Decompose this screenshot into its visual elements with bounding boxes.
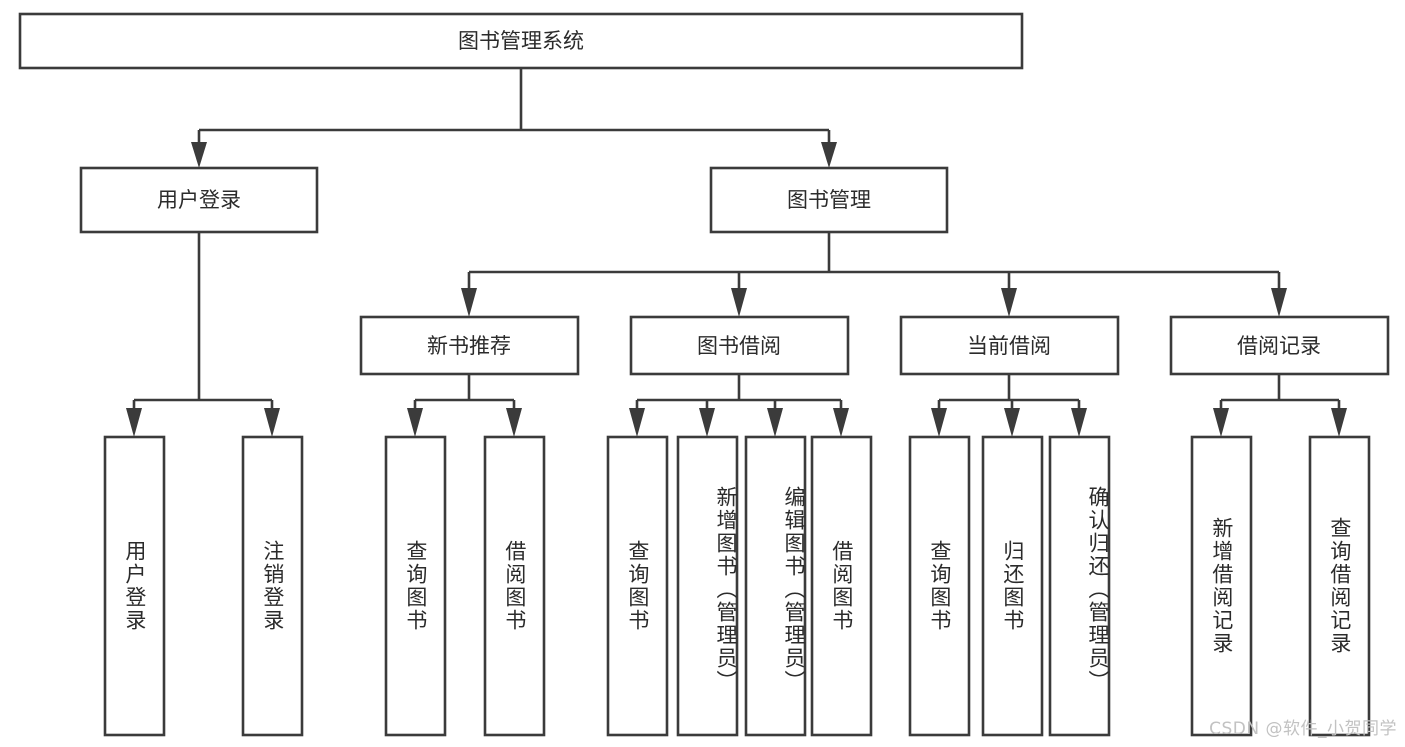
arrowhead-leaf-user-login [126, 408, 142, 437]
connector-group-user-login-leaves [126, 232, 280, 437]
arrowhead-leaf-edit-book [767, 408, 783, 437]
node-box-borrow-record[interactable] [1169, 315, 1390, 376]
arrowhead-leaf-query-record [1331, 408, 1347, 437]
connector-group-current-borrow-leaves [931, 374, 1087, 437]
arrowhead-leaf-query-book-current [931, 408, 947, 437]
arrowhead-new-book-rec [461, 288, 477, 317]
node-box-leaf-return-book[interactable] [981, 435, 1044, 737]
connector-group-new-book-rec-leaves [407, 374, 522, 437]
node-box-leaf-logout[interactable] [241, 435, 304, 737]
node-label-new-book-rec: 新书推荐 [427, 334, 511, 358]
node-box-user-login[interactable] [79, 166, 319, 234]
node-label-user-login: 用户登录 [157, 188, 241, 212]
node-box-leaf-add-book[interactable] [676, 435, 739, 737]
node-box-leaf-query-record[interactable] [1308, 435, 1371, 737]
node-label-borrow-record: 借阅记录 [1237, 334, 1321, 358]
node-box-root[interactable] [18, 12, 1024, 70]
node-box-leaf-query-book-current[interactable] [908, 435, 971, 737]
node-box-leaf-edit-book[interactable] [744, 435, 807, 737]
watermark-text: CSDN @软件_小贺同学 [1209, 719, 1397, 739]
node-box-leaf-borrow-book[interactable] [810, 435, 873, 737]
connector-group-borrow-record-leaves [1213, 374, 1347, 437]
connector-group-root [191, 68, 837, 168]
arrowhead-current-borrow [1001, 288, 1017, 317]
arrowhead-book-borrow [731, 288, 747, 317]
arrowhead-leaf-borrow-book [833, 408, 849, 437]
arrowhead-leaf-add-book [699, 408, 715, 437]
node-box-book-borrow[interactable] [629, 315, 850, 376]
node-box-new-book-rec[interactable] [359, 315, 580, 376]
arrowhead-leaf-query-book-borrow [629, 408, 645, 437]
node-label-current-borrow: 当前借阅 [967, 334, 1051, 358]
arrowhead-borrow-record [1271, 288, 1287, 317]
node-box-leaf-borrow-book-rec[interactable] [483, 435, 546, 737]
node-box-leaf-query-book-rec[interactable] [384, 435, 447, 737]
node-box-leaf-add-record[interactable] [1190, 435, 1253, 737]
arrowhead-leaf-borrow-book-rec [506, 408, 522, 437]
arrowhead-leaf-add-record [1213, 408, 1229, 437]
arrowhead-leaf-logout [264, 408, 280, 437]
arrowhead-leaf-query-book-rec [407, 408, 423, 437]
arrowhead-leaf-return-book [1004, 408, 1020, 437]
node-label-root: 图书管理系统 [458, 29, 584, 53]
node-box-leaf-confirm-return[interactable] [1048, 435, 1111, 737]
node-box-current-borrow[interactable] [899, 315, 1120, 376]
connector-group-book-manage [461, 232, 1287, 317]
node-label-book-manage: 图书管理 [787, 188, 871, 212]
arrowhead-book-manage [821, 142, 837, 168]
arrowhead-leaf-confirm-return [1071, 408, 1087, 437]
node-label-book-borrow: 图书借阅 [697, 334, 781, 358]
node-box-book-manage[interactable] [709, 166, 949, 234]
node-box-leaf-user-login[interactable] [103, 435, 166, 737]
arrowhead-user-login [191, 142, 207, 168]
node-box-leaf-query-book-borrow[interactable] [606, 435, 669, 737]
connector-group-book-borrow-leaves [629, 374, 849, 437]
